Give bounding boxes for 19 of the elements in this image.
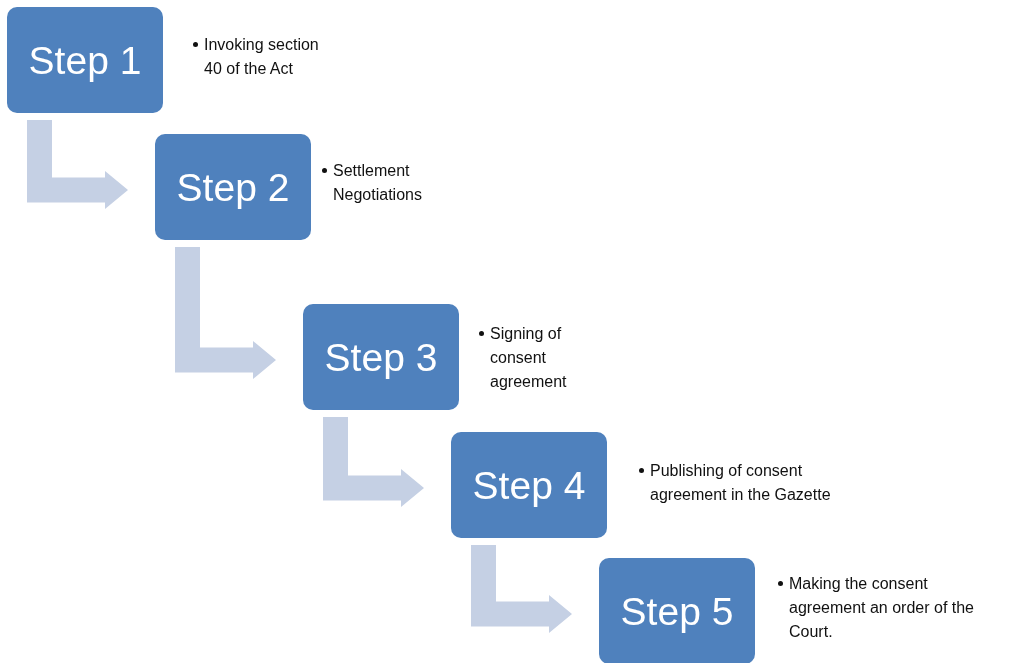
bent-arrow: [175, 247, 276, 379]
step-box: [303, 304, 459, 410]
bent-arrow: [27, 120, 128, 209]
step-box: [599, 558, 755, 663]
step-label: Step 1: [28, 40, 142, 80]
bent-arrow: [471, 545, 572, 633]
step-label: Step 3: [324, 337, 438, 377]
step-box: [7, 7, 163, 113]
bent-arrow: [323, 417, 424, 507]
bullet-note: Invoking section 40 of the Act: [204, 35, 320, 79]
bullet-note: Publishing of consent agreement in the Gazette: [650, 461, 832, 505]
bullet-note: Making the consent agreement an order of the Court.: [789, 574, 975, 642]
step-label: Step 4: [472, 465, 586, 505]
bullet-note: Settlement Negotiations: [333, 161, 423, 205]
step-box: [451, 432, 607, 538]
step-label: Step 2: [176, 167, 290, 207]
bullet-note: Signing of consent agreement: [490, 324, 568, 392]
step-label: Step 5: [620, 591, 734, 631]
step-box: [155, 134, 311, 240]
